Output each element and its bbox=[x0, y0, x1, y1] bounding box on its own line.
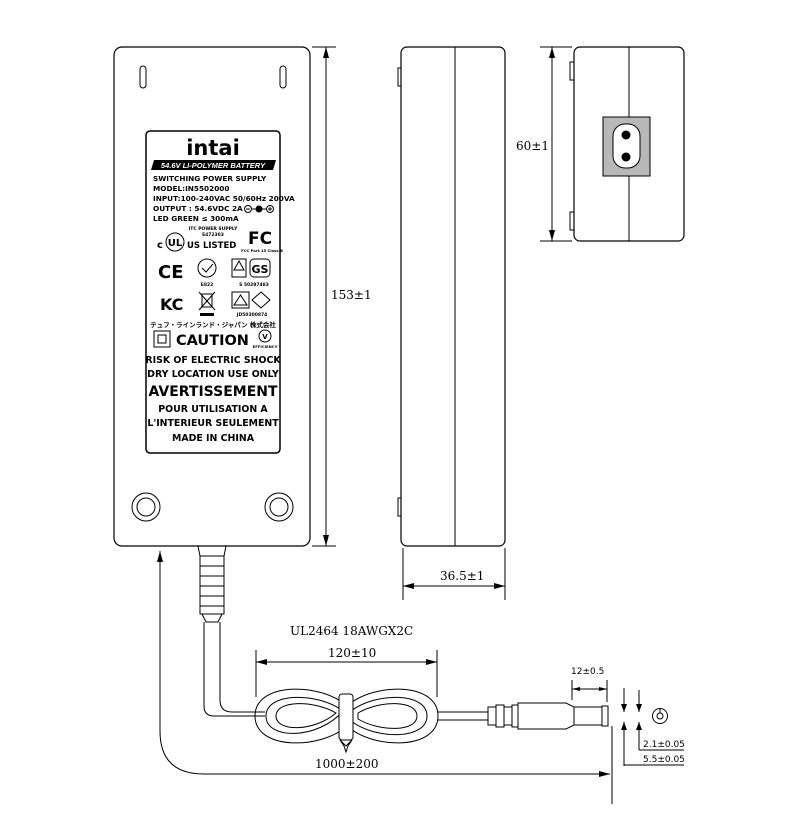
dim-cable-label: 1000±200 bbox=[315, 757, 379, 771]
dim-outer-dia-label: 5.5±0.05 bbox=[643, 755, 685, 765]
ce-mark-icon: CE bbox=[158, 262, 184, 283]
made-in: MADE IN CHINA bbox=[172, 433, 255, 444]
dim-cable-length: 1000±200 bbox=[157, 551, 613, 804]
fcc-icon: FC FCC Part 15 Class B bbox=[241, 229, 283, 253]
pse-icon bbox=[231, 291, 271, 309]
dim-inner-dia-label: 2.1±0.05 bbox=[643, 740, 685, 750]
svg-text:V: V bbox=[262, 333, 268, 341]
dc-barrel-plug bbox=[487, 702, 609, 730]
efficiency-icon: V EFFICIENCY bbox=[253, 329, 278, 349]
french-line-2: L'INTERIEUR SEULEMENT bbox=[147, 418, 279, 429]
jp-company: テュフ・ラインランド・ジャパン 株式会社 bbox=[150, 320, 276, 329]
itc-code: E472303 bbox=[202, 232, 224, 238]
label-line-5: LED GREEN ≤ 300mA bbox=[153, 214, 239, 223]
dim-width-side: 60±1 bbox=[516, 46, 572, 242]
dim-coil-label: 120±10 bbox=[328, 646, 376, 660]
dim-coil-length: 120±10 bbox=[255, 646, 438, 697]
plug-end-view-icon bbox=[652, 708, 668, 724]
svg-text:GS: GS bbox=[252, 263, 269, 276]
tuv-icon bbox=[231, 258, 247, 278]
dim-plug-label: 12±0.5 bbox=[571, 667, 604, 677]
dim-thickness-label: 36.5±1 bbox=[440, 569, 484, 583]
label-line-4: OUTPUT : 54.6VDC 2A bbox=[153, 204, 243, 213]
dim-diameters: 2.1±0.05 5.5±0.05 bbox=[621, 688, 685, 766]
cable-coil bbox=[254, 688, 439, 754]
label-line-3: INPUT:100-240VAC 50/60Hz 200VA bbox=[153, 194, 295, 203]
label-banner: 54.6V LI-POLYMER BATTERY bbox=[161, 161, 266, 170]
strain-relief bbox=[197, 545, 227, 623]
caution-text: CAUTION bbox=[176, 333, 249, 349]
dim-thickness: 36.5±1 bbox=[402, 548, 506, 600]
avertissement: AVERTISSEMENT bbox=[148, 384, 278, 400]
gs-mark-icon: GS bbox=[249, 258, 271, 278]
label-line-2: MODEL:IN5502000 bbox=[153, 184, 229, 193]
cable-spec: UL2464 18AWGX2C bbox=[290, 624, 413, 638]
french-line-1: POUR UTILISATION A bbox=[158, 404, 268, 415]
product-label: intai 54.6V LI-POLYMER BATTERY SWITCHING… bbox=[145, 130, 295, 454]
itc-text: ITC POWER SUPPLY bbox=[189, 226, 238, 232]
adapter-side-view bbox=[397, 46, 506, 547]
warning-shock: RISK OF ELECTRIC SHOCK bbox=[145, 355, 281, 366]
adapter-end-view bbox=[569, 46, 685, 242]
svg-text:FC: FC bbox=[248, 229, 272, 249]
label-line-1: SWITCHING POWER SUPPLY bbox=[153, 174, 267, 183]
double-insulation-icon bbox=[153, 330, 171, 348]
dim-width-side-label: 60±1 bbox=[516, 139, 549, 153]
svg-text:UL: UL bbox=[168, 238, 183, 249]
brand-logo: intai bbox=[186, 136, 240, 160]
adapter-front-view: intai 54.6V LI-POLYMER BATTERY SWITCHING… bbox=[113, 46, 311, 623]
svg-text:FCC Part 15 Class B: FCC Part 15 Class B bbox=[241, 248, 283, 253]
weee-bin-icon bbox=[198, 291, 216, 316]
kc-mark-icon: KC bbox=[160, 295, 183, 314]
ac-inlet-c8-icon bbox=[602, 116, 651, 177]
svg-text:US LISTED: US LISTED bbox=[187, 241, 236, 251]
dc-cable bbox=[203, 622, 609, 754]
svg-text:EFFICIENCY: EFFICIENCY bbox=[253, 344, 278, 349]
dim-height-label: 153±1 bbox=[331, 288, 372, 302]
polarity-icon bbox=[244, 205, 274, 213]
svg-text:c: c bbox=[157, 240, 163, 251]
dim-height: 153±1 bbox=[312, 46, 372, 547]
cert-code-e: E822 bbox=[201, 282, 213, 288]
rcm-icon bbox=[197, 258, 217, 278]
jd-code: JD50300874 bbox=[236, 312, 267, 318]
warning-dry: DRY LOCATION USE ONLY bbox=[147, 369, 279, 380]
ul-listed-mark: c UL US LISTED bbox=[157, 232, 236, 252]
dim-plug-length: 12±0.5 bbox=[571, 667, 608, 702]
cert-code-s: S 50297483 bbox=[239, 282, 269, 288]
